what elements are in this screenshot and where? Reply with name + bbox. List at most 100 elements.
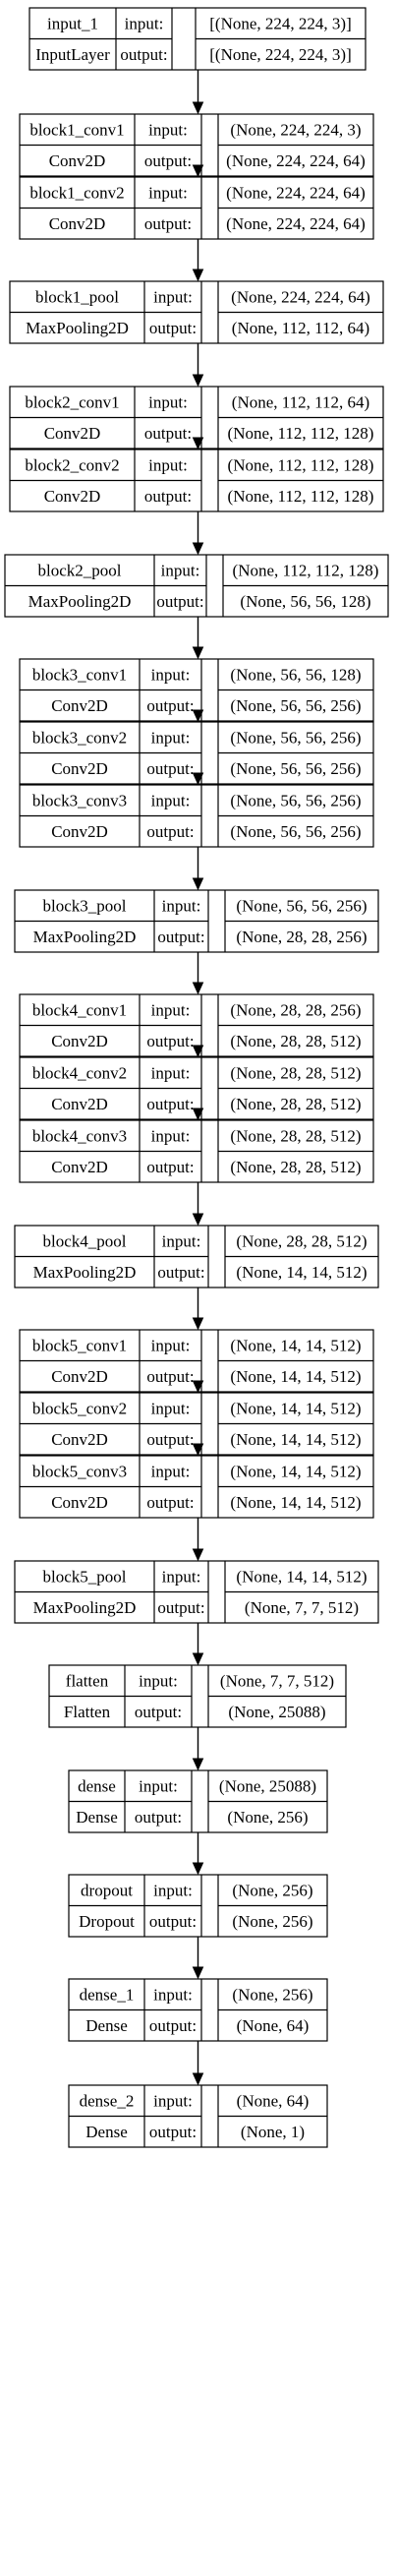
input-label: input: [151, 1462, 191, 1480]
edge-layer [192, 70, 204, 2086]
edge-arrowhead [192, 164, 204, 178]
layer-name: block3_pool [43, 896, 127, 915]
edge-arrowhead [192, 1966, 204, 1980]
edge-arrowhead [192, 1380, 204, 1394]
output-label: output: [135, 1703, 182, 1721]
layer-type: Conv2D [49, 151, 106, 170]
layer-type: Dense [85, 2123, 127, 2141]
layer-name: block2_conv2 [25, 455, 119, 474]
input-shape: (None, 14, 14, 512) [230, 1462, 361, 1480]
output-shape: (None, 14, 14, 512) [230, 1430, 361, 1449]
layer-name: block4_conv3 [32, 1126, 127, 1145]
input-shape: (None, 56, 56, 256) [230, 728, 361, 747]
input-shape: (None, 14, 14, 512) [230, 1336, 361, 1354]
layer-name: input_1 [47, 14, 98, 32]
input-shape: (None, 112, 112, 64) [232, 392, 369, 411]
layer-type: Conv2D [44, 487, 101, 506]
input-label: input: [162, 1567, 201, 1586]
input-shape: (None, 256) [232, 1881, 312, 1899]
input-label: input: [151, 1126, 191, 1145]
output-shape: (None, 25088) [228, 1703, 325, 1721]
output-shape: [(None, 224, 224, 3)] [209, 45, 351, 64]
layer-name: dense_2 [80, 2091, 135, 2110]
edge-arrowhead [192, 269, 204, 282]
edge-arrowhead [192, 982, 204, 995]
output-label: output: [146, 1095, 194, 1113]
output-label: output: [144, 424, 192, 443]
input-label: input: [125, 14, 164, 32]
edge-arrowhead [192, 542, 204, 556]
output-shape: (None, 56, 56, 256) [230, 696, 361, 715]
input-label: input: [139, 1776, 178, 1795]
input-shape: (None, 14, 14, 512) [236, 1567, 367, 1586]
input-label: input: [153, 287, 193, 306]
input-shape: (None, 14, 14, 512) [230, 1399, 361, 1417]
output-label: output: [146, 696, 194, 715]
input-shape: (None, 112, 112, 128) [228, 455, 374, 474]
input-shape: (None, 56, 56, 256) [236, 896, 367, 915]
layer-type: Conv2D [49, 214, 106, 233]
output-shape: (None, 256) [227, 1808, 308, 1827]
edge-arrowhead [192, 2072, 204, 2086]
input-shape: (None, 28, 28, 256) [230, 1000, 361, 1019]
layer-node: block4_poolMaxPooling2Dinput:output:(Non… [14, 1225, 379, 1288]
input-label: input: [148, 455, 188, 474]
layer-name: block5_conv3 [32, 1462, 127, 1480]
layer-type: Conv2D [51, 1493, 108, 1512]
layer-type: Conv2D [51, 822, 108, 841]
layer-name: dense [78, 1776, 116, 1795]
edge-arrowhead [192, 1443, 204, 1457]
edge-arrowhead [192, 877, 204, 891]
layer-type: Flatten [64, 1703, 111, 1721]
output-shape: (None, 224, 224, 64) [226, 151, 366, 170]
input-label: input: [151, 791, 191, 809]
edge-arrowhead [192, 772, 204, 786]
layer-name: block5_pool [43, 1567, 127, 1586]
layer-name: dropout [81, 1881, 133, 1899]
output-shape: (None, 112, 112, 64) [232, 319, 369, 337]
output-shape: (None, 14, 14, 512) [236, 1263, 367, 1282]
output-label: output: [146, 1367, 194, 1386]
layer-type: MaxPooling2D [26, 319, 129, 337]
layer-name: block3_conv3 [32, 791, 127, 809]
output-shape: (None, 56, 56, 256) [230, 759, 361, 778]
input-shape: (None, 64) [237, 2091, 310, 2110]
edge-arrowhead [192, 646, 204, 660]
layer-node: block5_poolMaxPooling2Dinput:output:(Non… [14, 1560, 379, 1624]
input-shape: (None, 56, 56, 128) [230, 665, 361, 684]
output-label: output: [135, 1808, 182, 1827]
output-shape: (None, 7, 7, 512) [245, 1598, 359, 1617]
input-shape: (None, 256) [232, 1985, 312, 2004]
layer-type: MaxPooling2D [33, 1598, 137, 1617]
output-label: output: [149, 1912, 197, 1931]
input-label: input: [161, 561, 200, 579]
output-shape: (None, 112, 112, 128) [228, 424, 374, 443]
output-label: output: [120, 45, 167, 64]
layer-name: block5_conv2 [32, 1399, 127, 1417]
layer-node: block3_poolMaxPooling2Dinput:output:(Non… [14, 889, 379, 953]
layer-name: block2_pool [38, 561, 122, 579]
input-label: input: [151, 1063, 191, 1082]
input-shape: (None, 112, 112, 128) [233, 561, 379, 579]
layer-type: InputLayer [35, 45, 110, 64]
output-label: output: [144, 214, 192, 233]
edge-arrowhead [192, 1317, 204, 1331]
input-label: input: [148, 120, 188, 139]
input-shape: (None, 28, 28, 512) [230, 1126, 361, 1145]
edge-arrowhead [192, 1548, 204, 1562]
output-shape: (None, 28, 28, 256) [236, 928, 367, 946]
output-shape: (None, 64) [237, 2016, 310, 2035]
layer-node: block2_poolMaxPooling2Dinput:output:(Non… [4, 554, 389, 618]
output-shape: (None, 14, 14, 512) [230, 1493, 361, 1512]
input-shape: [(None, 224, 224, 3)] [209, 14, 351, 32]
layer-name: block1_pool [35, 287, 119, 306]
output-label: output: [146, 822, 194, 841]
